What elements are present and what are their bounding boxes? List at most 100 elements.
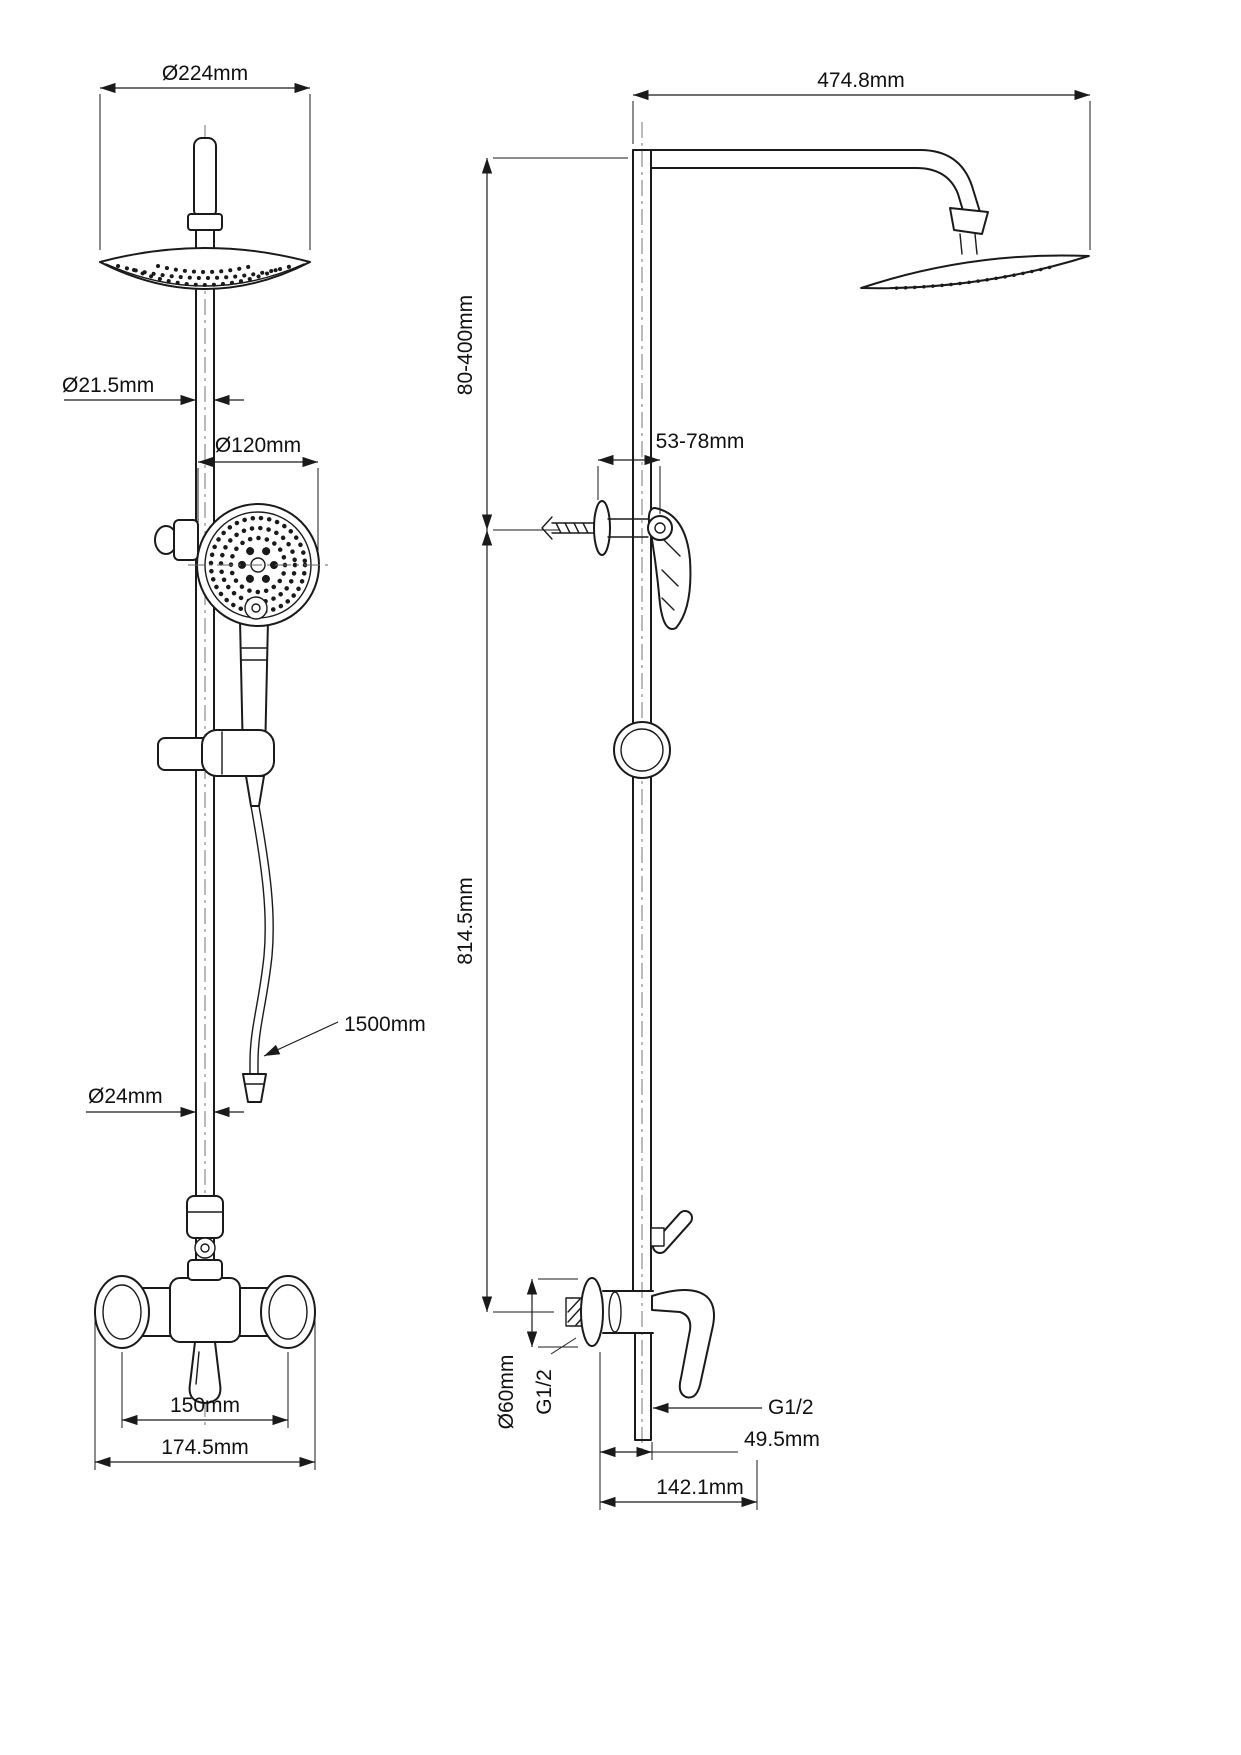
ext-lines [538, 1278, 578, 1348]
dim-outlet-offset-label: 49.5mm [744, 1428, 820, 1451]
arm-bottom-edge [650, 167, 965, 215]
nozzle-row-2 [132, 268, 278, 287]
anchor-screw [541, 516, 597, 540]
leader-line [263, 1021, 339, 1057]
front-view: Ø224mm Ø21.5mm Ø120mm 1500mm Ø24mm 150mm [62, 62, 426, 1470]
ext-lines [99, 94, 311, 250]
valve-cap [194, 1237, 216, 1259]
nozzle-row-3 [156, 264, 254, 274]
dim-lower-pipe-diameter-label: Ø24mm [88, 1085, 163, 1108]
mode-button [244, 596, 268, 620]
slider-knob-side [613, 721, 671, 779]
hose-line-right [257, 805, 274, 1075]
dim-column-height: 814.5mm [454, 530, 554, 1313]
handshower-clamp [154, 519, 199, 561]
dim-riser-diameter: Ø21.5mm [62, 374, 244, 406]
ext-lines [94, 1318, 316, 1470]
hose-elbow-side [650, 1210, 693, 1254]
dim-lower-pipe-diameter: Ø24mm [86, 1085, 244, 1118]
mixer-left-flange-inner [102, 1284, 142, 1340]
holder-grip [201, 729, 275, 777]
bracket-pivot [647, 515, 673, 541]
dim-height-range-label: 80-400mm [454, 295, 477, 395]
mixer-side [565, 1277, 715, 1441]
overhead-shower-stem [187, 137, 223, 257]
overhead-shower-side [860, 254, 1090, 290]
ext-lines [632, 101, 1091, 250]
nozzle-row-1 [116, 264, 294, 280]
arm-nut [949, 207, 989, 235]
dim-mixer-width: 174.5mm [94, 1318, 316, 1470]
head-lens-side [860, 254, 1090, 290]
dim-bracket-range-label: 53-78mm [656, 430, 745, 453]
clamp-body [173, 519, 199, 561]
body-ring [608, 1291, 622, 1333]
mixer-body-side [602, 1290, 654, 1334]
dim-body-depth-label: 142.1mm [656, 1476, 744, 1499]
dim-riser-diameter-label: Ø21.5mm [62, 374, 154, 397]
check-valve [186, 1195, 224, 1259]
dim-escutcheon-diameter: Ø60mm [495, 1278, 578, 1430]
dim-arm-reach-label: 474.8mm [817, 69, 905, 92]
blade-hatching [661, 539, 681, 611]
mixer-collar [187, 1259, 223, 1281]
knob-inner [620, 728, 664, 772]
dim-arm-reach: 474.8mm [632, 69, 1091, 250]
flower-petals [238, 545, 278, 585]
dim-outlet-thread: G1/2 [653, 1396, 814, 1419]
hose-nut [245, 775, 265, 807]
dim-outlet-offset: 49.5mm [599, 1352, 820, 1510]
arm-top-edge [632, 149, 981, 213]
column-pipe-side [632, 149, 652, 1292]
mixer-handle-side [651, 1289, 715, 1399]
hose-line-left [249, 805, 266, 1075]
dim-outlet-thread-label: G1/2 [768, 1396, 814, 1419]
dim-inlet-thread: G1/2 [533, 1337, 577, 1415]
shower-arm-side [632, 149, 989, 255]
stem-nut [187, 213, 223, 231]
dim-hose-length: 1500mm [263, 1013, 426, 1057]
hose-connector [242, 1073, 267, 1103]
dim-head-diameter-label: Ø224mm [162, 62, 248, 85]
handshower-face [188, 503, 332, 627]
mixer-handle-front [188, 1341, 222, 1404]
dim-valve-centers: 150mm [121, 1352, 289, 1428]
escutcheon-side [580, 1277, 604, 1347]
head-nozzles-side [894, 263, 1060, 290]
mode-button-center [251, 603, 261, 613]
dim-body-depth: 142.1mm [600, 1460, 758, 1510]
valve-cap-center [200, 1243, 210, 1253]
dim-valve-centers-label: 150mm [170, 1394, 240, 1417]
knob-outer [613, 721, 671, 779]
slider-holder [157, 729, 275, 777]
bracket-arm [607, 518, 649, 538]
handle-ridges [241, 647, 267, 661]
bracket-pivot-center [654, 522, 666, 534]
head-lens [99, 247, 311, 290]
shower-hose [242, 805, 274, 1103]
overhead-shower-head [99, 247, 311, 290]
dim-handshower-diameter-label: Ø120mm [215, 434, 301, 457]
ext-lines [597, 466, 661, 514]
valve-body [186, 1195, 224, 1239]
elbow-base [650, 1227, 665, 1247]
dim-hose-length-label: 1500mm [344, 1013, 426, 1036]
outlet-pipe [634, 1332, 652, 1441]
dim-column-height-label: 814.5mm [454, 877, 477, 965]
ext-lines [197, 468, 319, 554]
mixer-right-flange-inner [268, 1284, 308, 1340]
dim-escutcheon-diameter-label: Ø60mm [495, 1355, 518, 1430]
wall-plate-side [593, 500, 611, 556]
ext-lines [493, 157, 628, 531]
dim-height-range: 80-400mm [454, 157, 628, 531]
mixer-center-body [169, 1277, 241, 1343]
dim-handshower-diameter: Ø120mm [197, 434, 319, 554]
leader-line [550, 1337, 577, 1355]
mixer-handle-detail [195, 1351, 200, 1385]
dim-front-head-diameter: Ø224mm [99, 62, 311, 250]
dim-mixer-width-label: 174.5mm [161, 1436, 249, 1459]
side-view: 474.8mm 80-400mm 814.5mm 53-78mm Ø60mm G… [454, 69, 1091, 1510]
mixer-front [94, 1259, 316, 1404]
